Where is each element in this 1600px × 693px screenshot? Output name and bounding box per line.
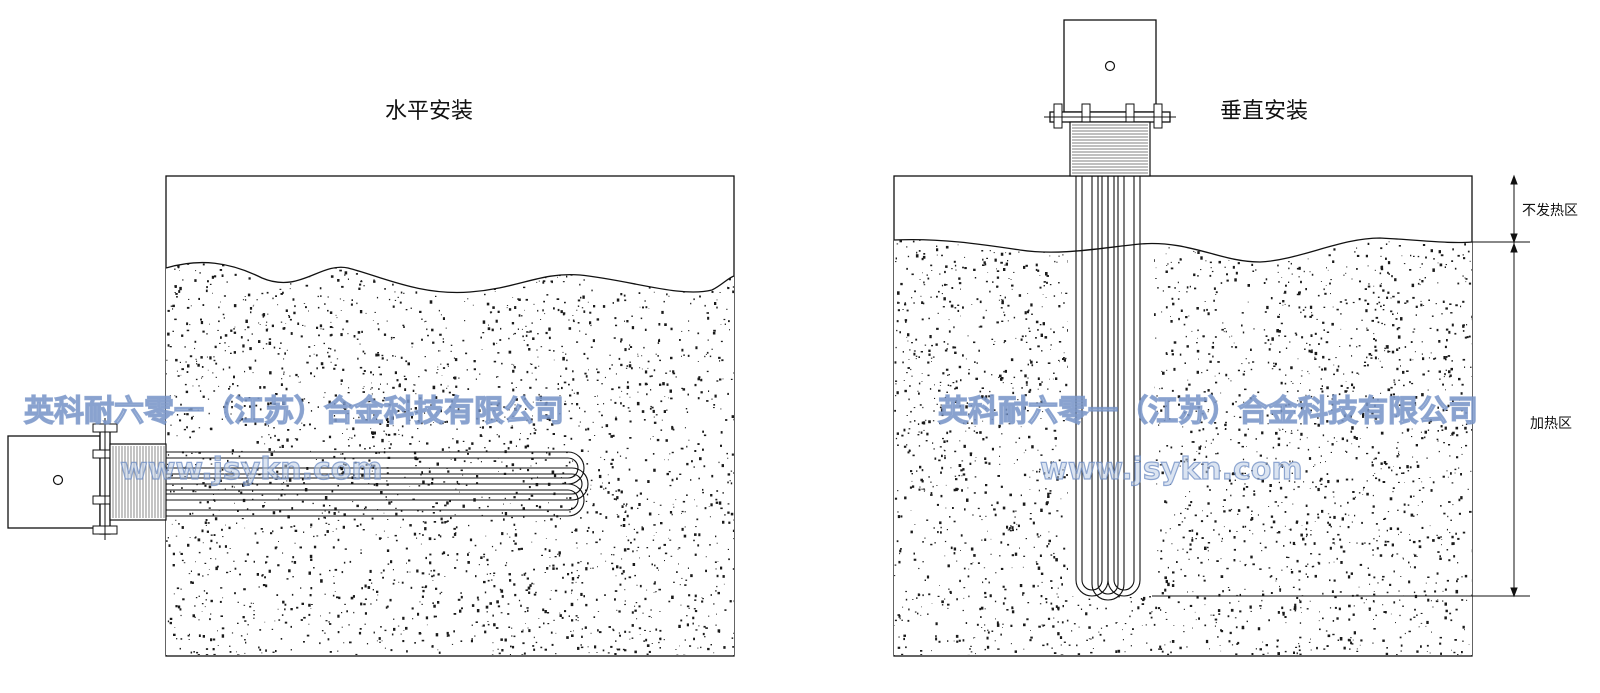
watermark-website-right: www.jsykn.com xyxy=(1040,452,1303,487)
liquid-surface-left xyxy=(165,261,735,294)
heated-zone-label: 加热区 xyxy=(1530,416,1572,432)
watermark-website-left: www.jsykn.com xyxy=(120,452,383,487)
watermark-company-right: 英科耐六零一（江苏）合金科技有限公司 xyxy=(938,394,1478,429)
speckle-texture-left xyxy=(166,262,734,655)
vertical-install-panel: 垂直安装 xyxy=(893,19,1578,657)
heating-tubes-left xyxy=(166,451,589,517)
watermark-right: 英科耐六零一（江苏）合金科技有限公司 www.jsykn.com xyxy=(937,393,1478,487)
unheated-zone-label: 不发热区 xyxy=(1522,203,1578,219)
dimension-lines xyxy=(1152,174,1530,598)
flange-bolts-left xyxy=(92,418,118,540)
vertical-install-title: 垂直安装 xyxy=(1220,99,1308,124)
horizontal-install-title: 水平安装 xyxy=(385,99,473,124)
liquid-region-left xyxy=(166,262,734,655)
neck-hatch-right xyxy=(1072,124,1148,174)
flange-bolts-right xyxy=(1044,103,1176,129)
neck-hatch-left xyxy=(112,446,165,518)
horizontal-install-panel: 水平安装 xyxy=(7,99,735,657)
terminal-hole-right xyxy=(1104,60,1116,72)
terminal-hole-left xyxy=(52,474,64,486)
watermark-left: 英科耐六零一（江苏）合金科技有限公司 www.jsykn.com xyxy=(23,393,564,487)
watermark-company-left: 英科耐六零一（江苏）合金科技有限公司 xyxy=(24,394,564,429)
liquid-surface-right xyxy=(893,237,1473,263)
heating-tubes-right xyxy=(1075,176,1141,601)
terminal-box-right xyxy=(1063,19,1157,113)
